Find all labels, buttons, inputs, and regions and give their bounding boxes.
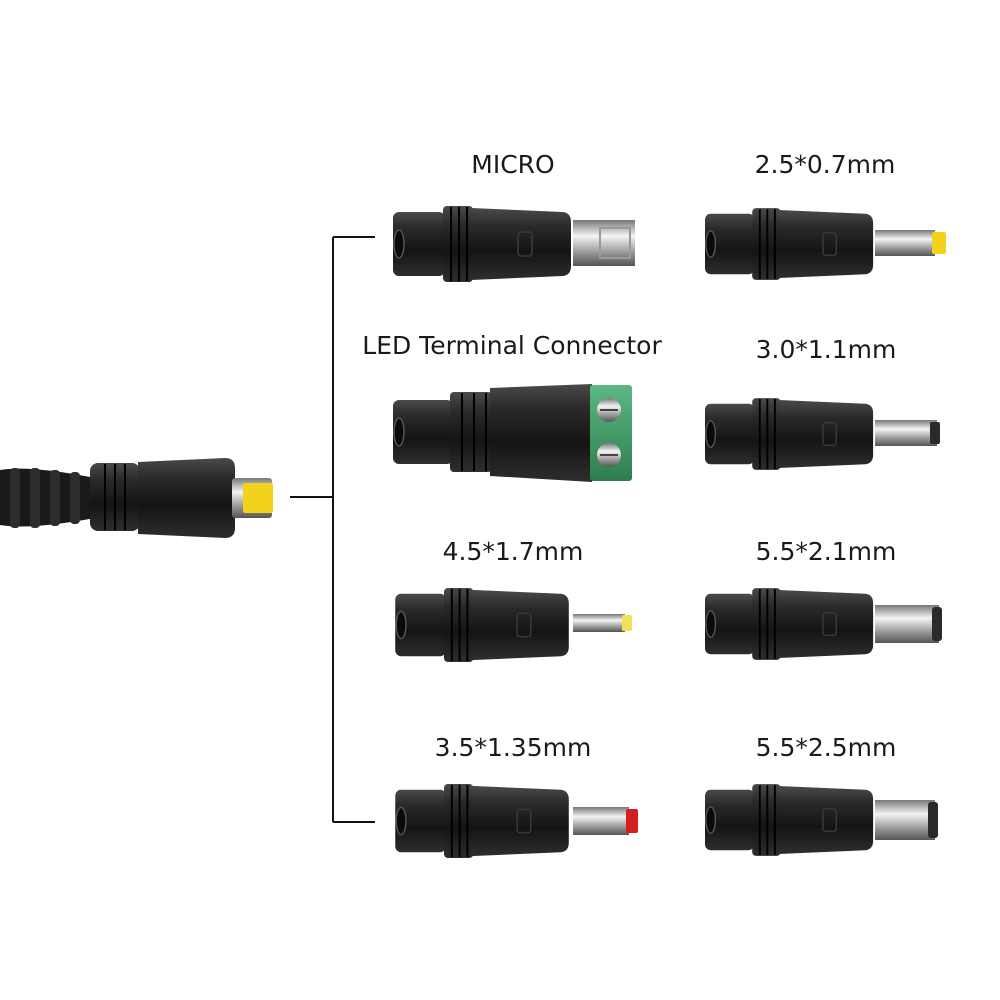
label-3-0x1-1mm: 3.0*1.1mm bbox=[755, 335, 897, 364]
adapter-3-0x1-1mm bbox=[704, 397, 940, 471]
adapter-3-5x1-35mm bbox=[394, 782, 638, 860]
label-2-5x0-7mm: 2.5*0.7mm bbox=[754, 150, 896, 179]
label-5-5x2-5mm: 5.5*2.5mm bbox=[755, 733, 897, 762]
label-led-terminal: LED Terminal Connector bbox=[362, 331, 662, 360]
micro-usb-adapter bbox=[392, 205, 635, 283]
adapter-5-5x2-5mm bbox=[704, 783, 938, 857]
adapter-2-5x0-7mm bbox=[704, 207, 946, 281]
label-micro: MICRO bbox=[471, 150, 555, 179]
label-3-5x1-35mm: 3.5*1.35mm bbox=[434, 733, 592, 762]
led-terminal-connector bbox=[393, 384, 632, 482]
label-5-5x2-1mm: 5.5*2.1mm bbox=[755, 537, 897, 566]
adapter-5-5x2-1mm bbox=[704, 587, 942, 661]
label-4-5x1-7mm: 4.5*1.7mm bbox=[442, 537, 584, 566]
adapter-4-5x1-7mm bbox=[394, 586, 632, 664]
bracket-lines bbox=[290, 236, 375, 823]
main-cable-plug bbox=[0, 458, 273, 538]
